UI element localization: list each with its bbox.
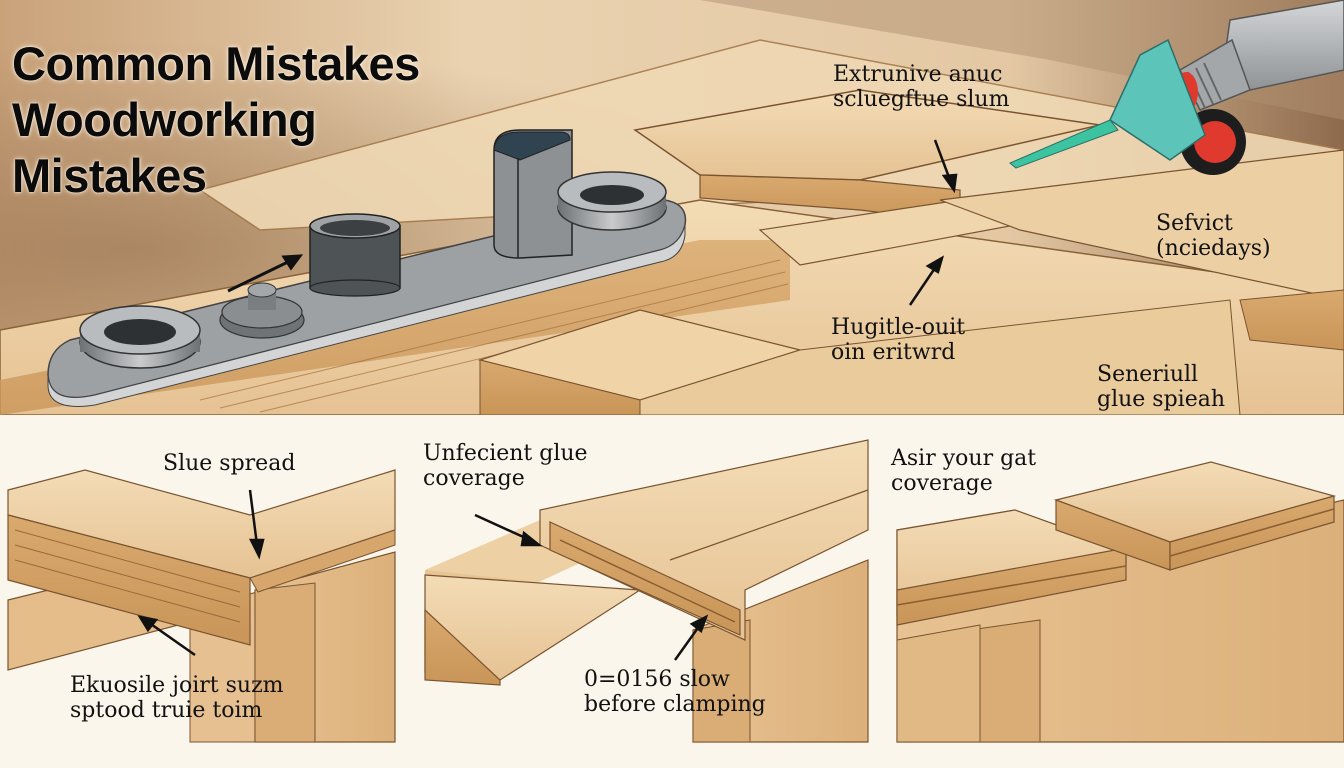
- callout-line: Sefvict: [1156, 211, 1233, 236]
- label-line: Unfecient glue: [423, 441, 588, 466]
- callout-sefvict: Sefvict (nciedays): [1156, 211, 1271, 262]
- callout-line: scluegftue slum: [833, 87, 1010, 113]
- panel-2-top-label: Unfecient glue coverage: [423, 441, 588, 492]
- label-line: 0=0156 slow: [584, 667, 730, 692]
- label-line: Ekuosile joirt suzm: [70, 673, 284, 698]
- callout-seneriull: Seneriull glue spieah: [1097, 362, 1225, 413]
- label-line: Asir your gat: [891, 446, 1037, 471]
- cup-bushing: [309, 213, 401, 297]
- callout-line: oin eritwrd: [831, 340, 956, 366]
- panel-3-illustration: [896, 461, 1344, 743]
- callout-line: (nciedays): [1156, 236, 1271, 262]
- title-line-2: Woodworking: [12, 93, 317, 146]
- panel-1-top-label: Slue spread: [163, 451, 296, 476]
- label-line: coverage: [423, 466, 525, 492]
- split-sleeve: [493, 129, 573, 259]
- panel-1-bottom-label: Ekuosile joirt suzm sptood truie toim: [70, 673, 284, 724]
- callout-line: glue spieah: [1097, 387, 1226, 413]
- callout-line: Seneriull: [1097, 362, 1199, 387]
- label-line: coverage: [891, 471, 993, 497]
- panel-2-illustration: [424, 439, 869, 743]
- panel-1-illustration: [7, 469, 396, 743]
- panel-3-top-label: Asir your gat coverage: [891, 446, 1036, 497]
- callout-hugitle: Hugitle-ouit oin eritwrd: [831, 315, 965, 366]
- label-line: sptood truie toim: [70, 698, 263, 724]
- ring-bushing-right: [557, 171, 667, 231]
- knob: [219, 282, 305, 339]
- title-line-1: Common Mistakes: [12, 37, 420, 90]
- panel-2-bottom-label: 0=0156 slow before clamping: [584, 667, 766, 718]
- page-title: Common Mistakes Woodworking Mistakes: [12, 36, 420, 204]
- title-line-3: Mistakes: [12, 149, 207, 202]
- glue-bottle: [1009, 38, 1206, 169]
- callout-line: Hugitle-ouit: [831, 315, 966, 340]
- ring-bushing-left: [79, 305, 201, 369]
- callout-extrunive: Extrunive anuc scluegftue slum: [833, 62, 1009, 113]
- callout-line: Extrunive anuc: [833, 62, 1003, 87]
- label-line: before clamping: [584, 692, 766, 718]
